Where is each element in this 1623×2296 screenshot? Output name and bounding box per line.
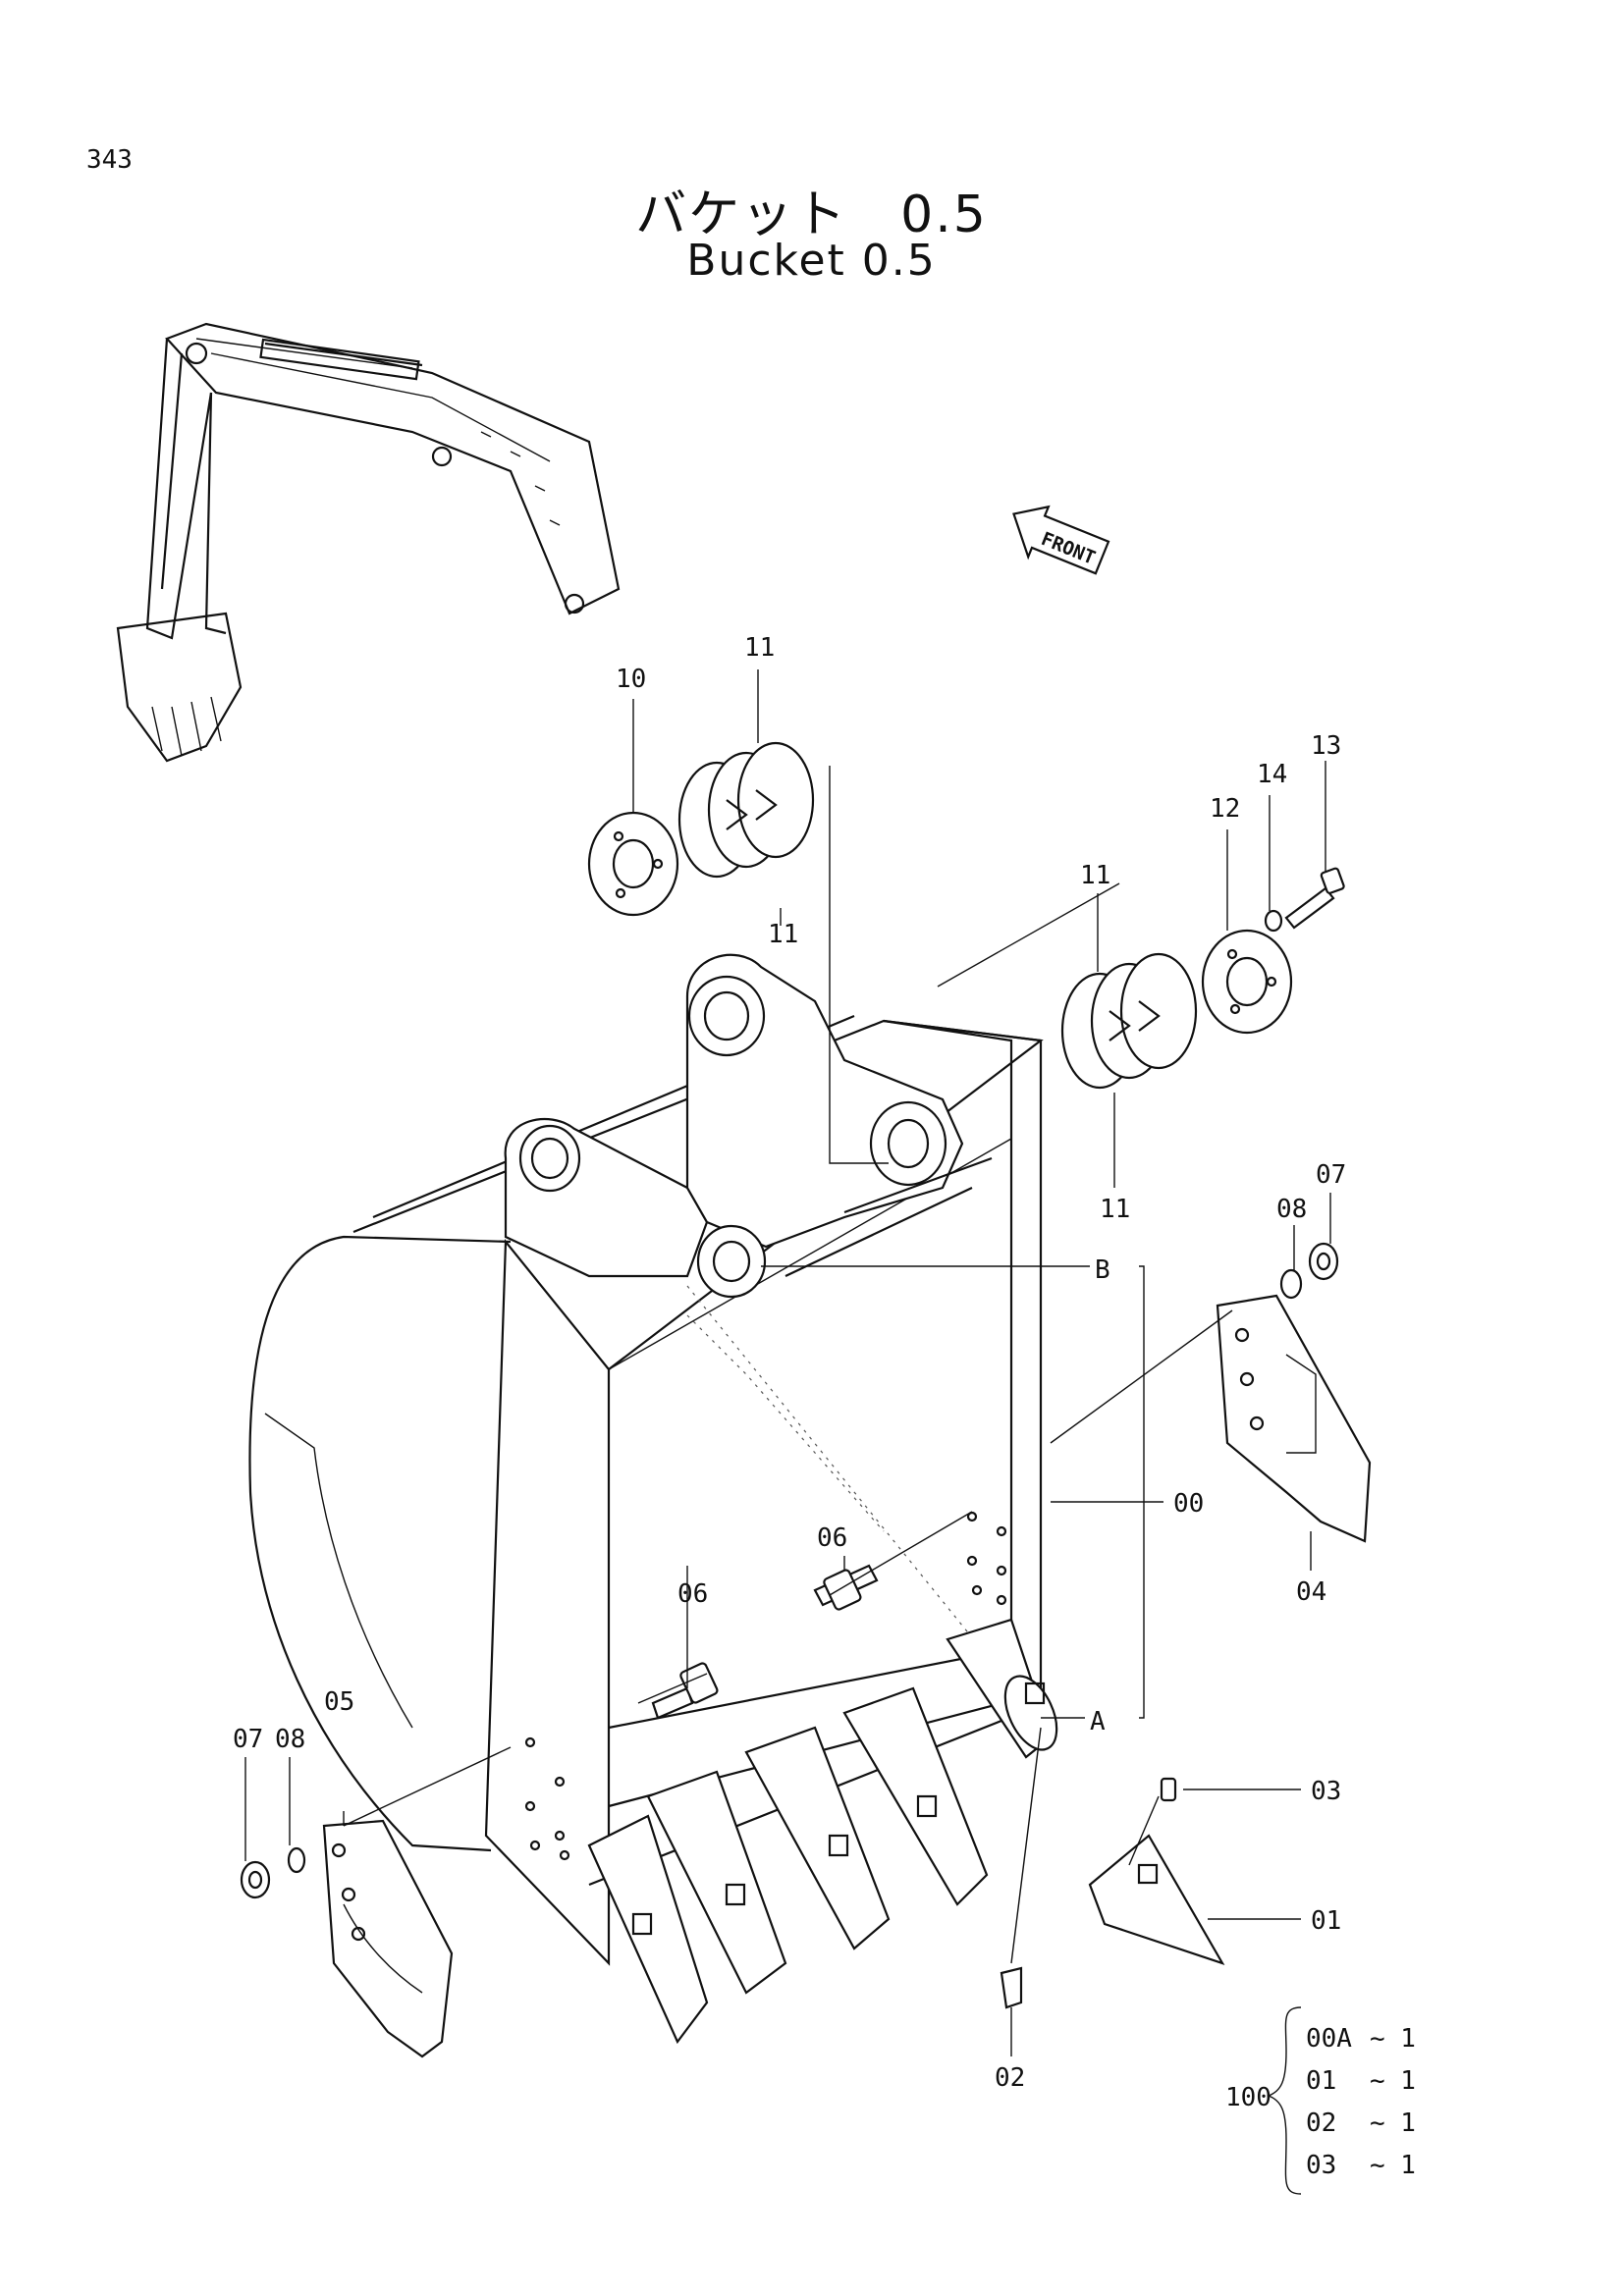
assembly-id: 100 — [1225, 2083, 1271, 2112]
assembly-row-code: 02 — [1306, 2109, 1336, 2138]
bolt-06-lower — [651, 1662, 719, 1720]
assembly-row-qty: ~ 1 — [1370, 2024, 1416, 2054]
callout-14: 14 — [1257, 760, 1287, 789]
callout-04: 04 — [1296, 1577, 1326, 1607]
pin-part-02 — [1000, 1966, 1023, 2009]
leader-lines — [244, 669, 1331, 2056]
callout-11-top: 11 — [744, 633, 775, 663]
plate-12 — [1201, 929, 1293, 1035]
assembly-note-100: 100 00A ~ 1 01 ~ 1 02 ~ 1 03 ~ 1 — [1225, 2006, 1416, 2195]
callout-labels: 10 11 11 11 11 12 14 13 07 08 B 00 04 A … — [233, 633, 1346, 2093]
callout-08-right: 08 — [1276, 1195, 1307, 1224]
callout-08-left: 08 — [275, 1725, 305, 1754]
reference-a: A — [1090, 1707, 1106, 1736]
nut-07-right — [1308, 1242, 1339, 1281]
callout-11-upper-bottom: 11 — [768, 920, 798, 949]
assembly-row-qty: ~ 1 — [1370, 2109, 1416, 2138]
page-number: 343 — [86, 145, 133, 175]
plate-10 — [587, 811, 679, 917]
bucket-teeth — [587, 1618, 1058, 2045]
callout-06-lower: 06 — [677, 1579, 708, 1609]
excavator-arm-illustration — [116, 322, 621, 763]
assembly-row-code: 01 — [1306, 2066, 1336, 2096]
washer-08-left — [287, 1846, 306, 1874]
page-title-english: Bucket 0.5 — [686, 236, 937, 286]
washer-08-right — [1279, 1268, 1303, 1300]
callout-12: 12 — [1210, 794, 1240, 824]
callout-07-right: 07 — [1316, 1160, 1346, 1190]
removed-tooth-part-01 — [1088, 1834, 1225, 1965]
callout-03: 03 — [1311, 1777, 1341, 1806]
callout-02: 02 — [995, 2063, 1025, 2093]
side-cutter-05 — [322, 1819, 454, 2058]
reference-b: B — [1095, 1255, 1110, 1285]
bolt-13 — [1284, 867, 1345, 930]
washer-14 — [1264, 909, 1283, 933]
front-direction-arrow: FRONT — [1012, 505, 1110, 575]
bucket-link-bosses — [504, 953, 993, 1299]
lock-part-03 — [1160, 1777, 1177, 1802]
assembly-row-code: 03 — [1306, 2151, 1336, 2180]
callout-05: 05 — [324, 1687, 354, 1717]
bucket-body — [248, 1014, 1044, 1966]
assembly-row-qty: ~ 1 — [1370, 2151, 1416, 2180]
callout-07-left: 07 — [233, 1725, 263, 1754]
assembly-row-code: 00A — [1306, 2024, 1352, 2054]
page-title-japanese: バケット 0.5 — [635, 186, 988, 244]
callout-06-upper: 06 — [817, 1523, 847, 1553]
callout-00: 00 — [1173, 1489, 1204, 1519]
assembly-row-qty: ~ 1 — [1370, 2066, 1416, 2096]
side-plate-bolt-holes — [524, 1511, 1007, 1861]
callout-01: 01 — [1311, 1906, 1341, 1936]
nut-07-left — [240, 1860, 271, 1899]
callout-11-lower-bottom: 11 — [1100, 1195, 1130, 1224]
callout-10: 10 — [616, 665, 646, 694]
callout-11-lower-top: 11 — [1080, 861, 1110, 890]
side-cutter-04 — [1216, 1294, 1372, 1543]
shim-set-11-upper — [677, 741, 815, 879]
shim-set-11-lower — [1060, 952, 1198, 1090]
callout-13: 13 — [1311, 731, 1341, 761]
